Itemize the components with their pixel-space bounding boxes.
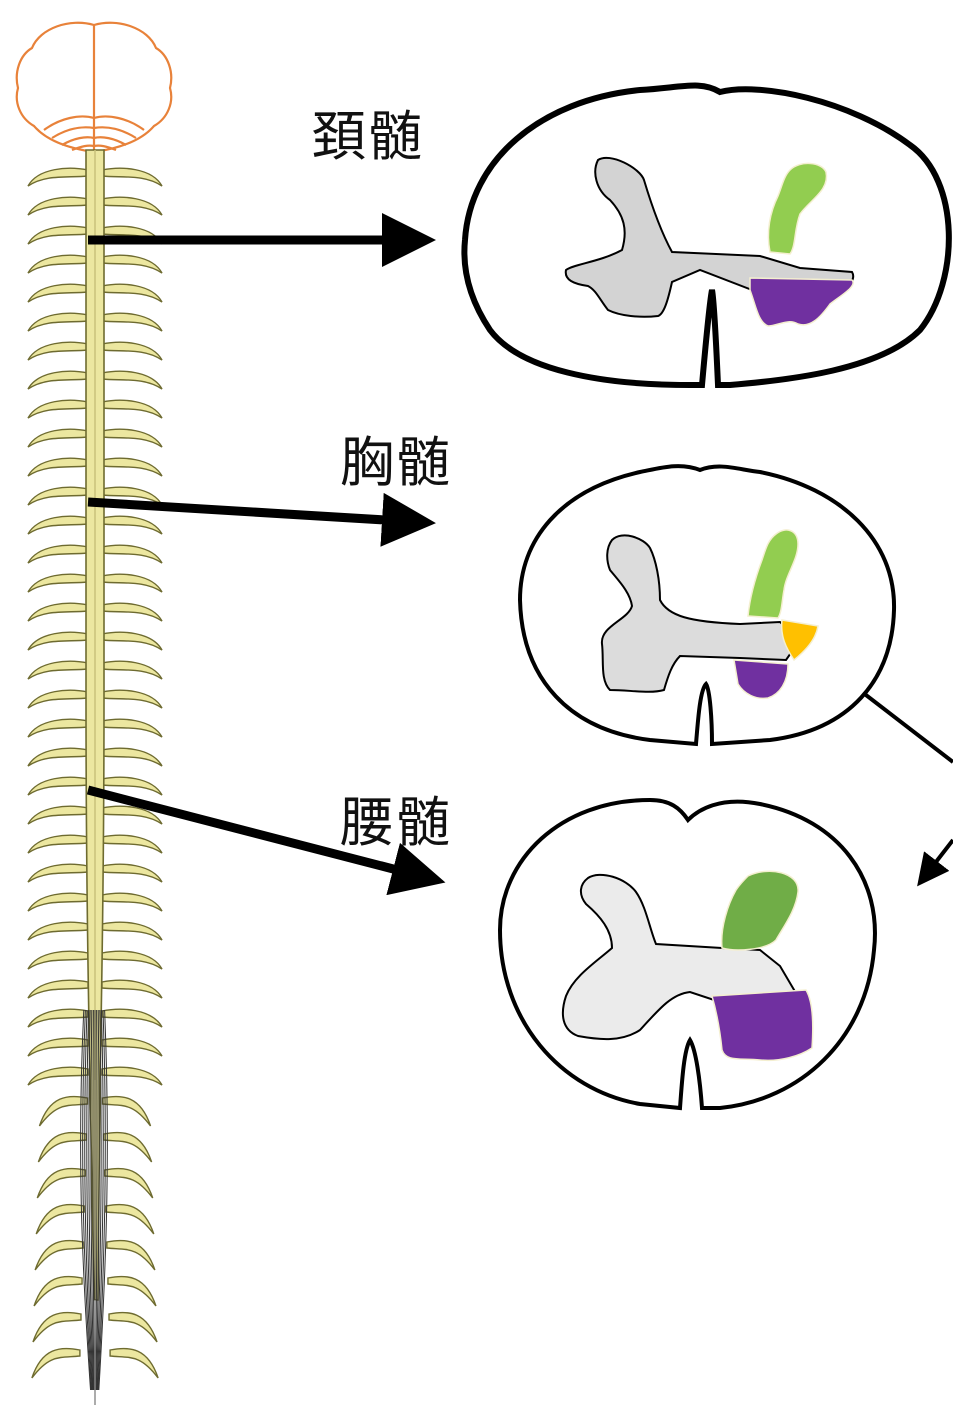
nerve-root-left	[36, 1204, 84, 1234]
nerve-root-right	[107, 1240, 155, 1270]
nerve-root-left	[28, 690, 88, 708]
nerve-root-left	[32, 1348, 80, 1378]
nerve-root-left	[28, 574, 88, 592]
nerve-root-right	[102, 1038, 162, 1056]
nerve-root-left	[28, 893, 88, 911]
nerve-root-left	[28, 777, 88, 795]
nerve-root-left	[28, 284, 88, 302]
nerve-root-right	[105, 1168, 153, 1198]
lumbar-cross-section	[500, 800, 875, 1108]
nerve-root-right	[102, 458, 162, 476]
nerve-root-left	[28, 342, 88, 360]
nerve-root-left	[28, 806, 88, 824]
nerve-root-left	[28, 313, 88, 331]
label-thoracic: 胸髄	[340, 418, 452, 497]
nerve-root-right	[102, 313, 162, 331]
nerve-root-right	[102, 835, 162, 853]
nerve-root-right	[102, 255, 162, 273]
nerve-root-right	[102, 400, 162, 418]
nerve-root-right	[102, 690, 162, 708]
nerve-root-right	[110, 1348, 158, 1378]
label-lumbar: 腰髄	[340, 778, 452, 857]
nerve-root-right	[102, 661, 162, 679]
nerve-root-right	[108, 1276, 156, 1306]
nerve-root-right	[102, 603, 162, 621]
nerve-root-left	[28, 1067, 88, 1085]
nerve-root-left	[28, 429, 88, 447]
nerve-root-left	[28, 951, 88, 969]
nerve-root-right	[102, 748, 162, 766]
nerve-root-right	[102, 168, 162, 186]
nerve-root-right	[109, 1312, 157, 1342]
nerve-root-left	[28, 197, 88, 215]
nerve-root-left	[28, 1038, 88, 1056]
nerve-root-right	[102, 1067, 162, 1085]
nerve-root-left	[28, 255, 88, 273]
nerve-root-left	[28, 458, 88, 476]
nerve-root-right	[102, 632, 162, 650]
nerve-root-right	[102, 1009, 162, 1027]
cervical-outline	[464, 86, 948, 385]
nerve-root-left	[38, 1132, 86, 1162]
spinal-cord-icon	[28, 150, 162, 1405]
label-cervical: 頚髄	[312, 92, 424, 171]
nerve-root-right	[102, 371, 162, 389]
nerve-root-left	[28, 371, 88, 389]
nerve-root-right	[102, 284, 162, 302]
nerve-root-right	[104, 1132, 152, 1162]
nerve-root-left	[28, 835, 88, 853]
nerve-root-right	[102, 342, 162, 360]
pointer-arrow-lumbar	[922, 840, 953, 880]
nerve-root-left	[28, 226, 88, 244]
brain-icon	[17, 23, 171, 152]
nerve-root-right	[102, 951, 162, 969]
nerve-root-left	[28, 400, 88, 418]
nerve-root-left	[28, 1009, 88, 1027]
nerve-root-right	[102, 719, 162, 737]
nerve-root-left	[35, 1240, 83, 1270]
nerve-root-left	[34, 1276, 82, 1306]
nerve-root-right	[102, 574, 162, 592]
thoracic-cross-section	[520, 466, 894, 744]
nerve-root-right	[102, 893, 162, 911]
nerve-root-right	[102, 429, 162, 447]
nerve-root-right	[103, 1096, 151, 1126]
nerve-root-left	[37, 1168, 85, 1198]
nerve-root-right	[102, 864, 162, 882]
nerve-root-left	[28, 980, 88, 998]
nerve-root-right	[102, 516, 162, 534]
nerve-root-left	[28, 545, 88, 563]
nerve-root-right	[106, 1204, 154, 1234]
nerve-root-left	[28, 922, 88, 940]
nerve-root-left	[28, 168, 88, 186]
nerve-root-left	[28, 719, 88, 737]
nerve-root-right	[102, 980, 162, 998]
nerve-root-left	[28, 661, 88, 679]
nerve-root-left	[28, 487, 88, 505]
cervical-cross-section	[464, 86, 948, 385]
nerve-root-left	[28, 516, 88, 534]
nerve-root-left	[28, 748, 88, 766]
nerve-root-left	[28, 632, 88, 650]
lumbar-ventral-region	[712, 990, 813, 1060]
nerve-root-right	[102, 197, 162, 215]
nerve-root-left	[28, 864, 88, 882]
thoracic-outline	[520, 466, 894, 744]
nerve-root-left	[33, 1312, 81, 1342]
nerve-root-left	[28, 603, 88, 621]
nerve-root-right	[102, 922, 162, 940]
nerve-root-right	[102, 545, 162, 563]
